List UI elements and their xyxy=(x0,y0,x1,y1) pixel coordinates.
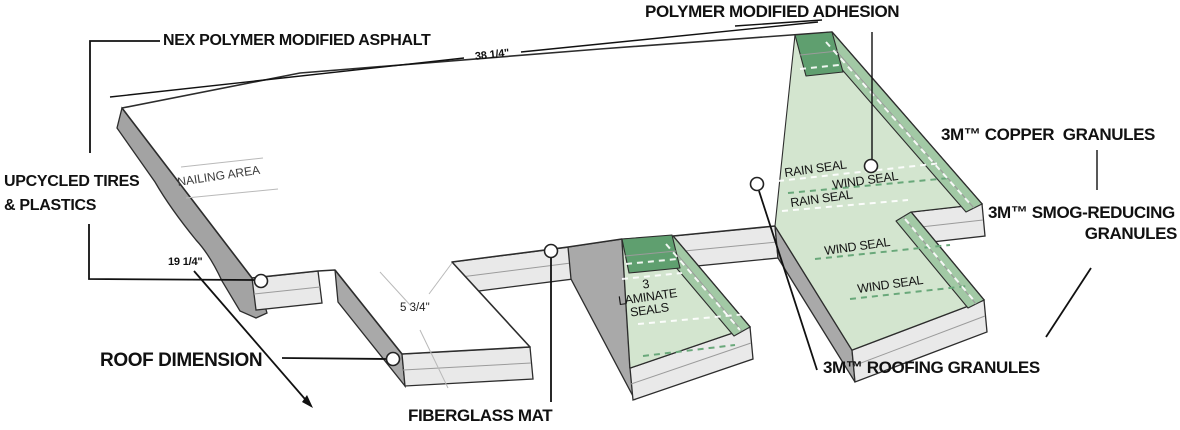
tab-width-guide-2 xyxy=(428,262,453,295)
fiberglass-marker xyxy=(543,243,559,259)
tab-width-dimension-value: 5 3/4" xyxy=(400,302,430,314)
layer-line xyxy=(402,362,532,371)
roofing-granules-marker xyxy=(749,176,765,192)
length-dimension-line-left xyxy=(109,57,465,98)
laminate-seals-label: 3 LAMINATE SEALS xyxy=(617,277,678,320)
height-dimension-value: 19 1/4" xyxy=(168,256,202,268)
height-dimension-arrowhead xyxy=(302,395,313,408)
tab-width-guide-3 xyxy=(419,329,449,389)
roof-dimension-label: ROOF DIMENSION xyxy=(100,350,262,371)
adhesion-pointer-line xyxy=(734,19,823,27)
length-dimension-value: 38 1/4" xyxy=(474,47,510,63)
fiberglass-label: FIBERGLASS MAT xyxy=(408,406,553,425)
leader-lines xyxy=(88,32,1098,408)
guide-lines xyxy=(109,19,823,389)
nailing-area-guide-bottom xyxy=(185,188,279,199)
upcycled-label-line2: & PLASTICS xyxy=(4,197,97,214)
wind-seal-line-1 xyxy=(787,177,951,194)
tab3-edge-band xyxy=(895,211,985,309)
roof-dimension-marker xyxy=(385,351,401,367)
wind-seal-line-3 xyxy=(849,285,969,300)
adhesion-label: POLYMER MODIFIED ADHESION xyxy=(645,2,899,21)
upcycled-marker xyxy=(253,273,269,289)
smog-granules-label-line1: 3M™ SMOG-REDUCING xyxy=(988,203,1175,222)
laminate-cap-corner xyxy=(621,234,681,274)
laminate-label-line1: 3 xyxy=(642,277,651,292)
layer-line xyxy=(852,315,986,367)
tab3-band-dash xyxy=(904,218,977,304)
layer-line xyxy=(630,342,752,385)
laminate-seal-dash-3 xyxy=(642,344,736,357)
cap-layer-line xyxy=(799,50,839,56)
rain-seal-line-1 xyxy=(777,162,943,182)
smog-granules-label-line2: GRANULES xyxy=(1085,224,1177,243)
layer-line xyxy=(253,286,321,295)
roofing-granules-leader-left xyxy=(758,190,818,371)
left-end-face xyxy=(116,106,268,319)
upcycled-leader xyxy=(88,224,255,281)
layer-line xyxy=(673,241,778,253)
height-dimension-leader xyxy=(193,270,312,407)
copper-granules-label: 3M™ COPPER GRANULES xyxy=(941,125,1155,144)
upcycled-label-line1: UPCYCLED TIRES xyxy=(4,173,140,190)
laminate-label-line3: SEALS xyxy=(629,300,669,319)
roofing-granules-label: 3M™ ROOFING GRANULES xyxy=(823,358,1040,377)
wind-seal-line-2 xyxy=(814,244,951,260)
nailing-area-guide-top xyxy=(180,157,264,168)
length-dimension-line-right xyxy=(520,21,819,53)
adhesion-marker xyxy=(863,158,879,174)
roofing-granules-leader-right xyxy=(1045,267,1092,338)
laminate-seal-dash-2 xyxy=(637,313,749,325)
adhesion-cap-corner xyxy=(794,31,844,77)
cap-layer-line xyxy=(624,250,677,257)
asphalt-leader xyxy=(89,40,160,153)
seal-lines xyxy=(621,41,977,357)
edge-band-dash xyxy=(825,41,973,207)
laminate-cap-dash xyxy=(625,258,678,265)
band-layer-line xyxy=(824,37,975,209)
roof-dimension-leader xyxy=(281,357,387,360)
tab-width-guide-1 xyxy=(379,271,412,307)
laminate-band-dash xyxy=(665,243,741,331)
asphalt-label: NEX POLYMER MODIFIED ASPHALT xyxy=(163,32,431,49)
